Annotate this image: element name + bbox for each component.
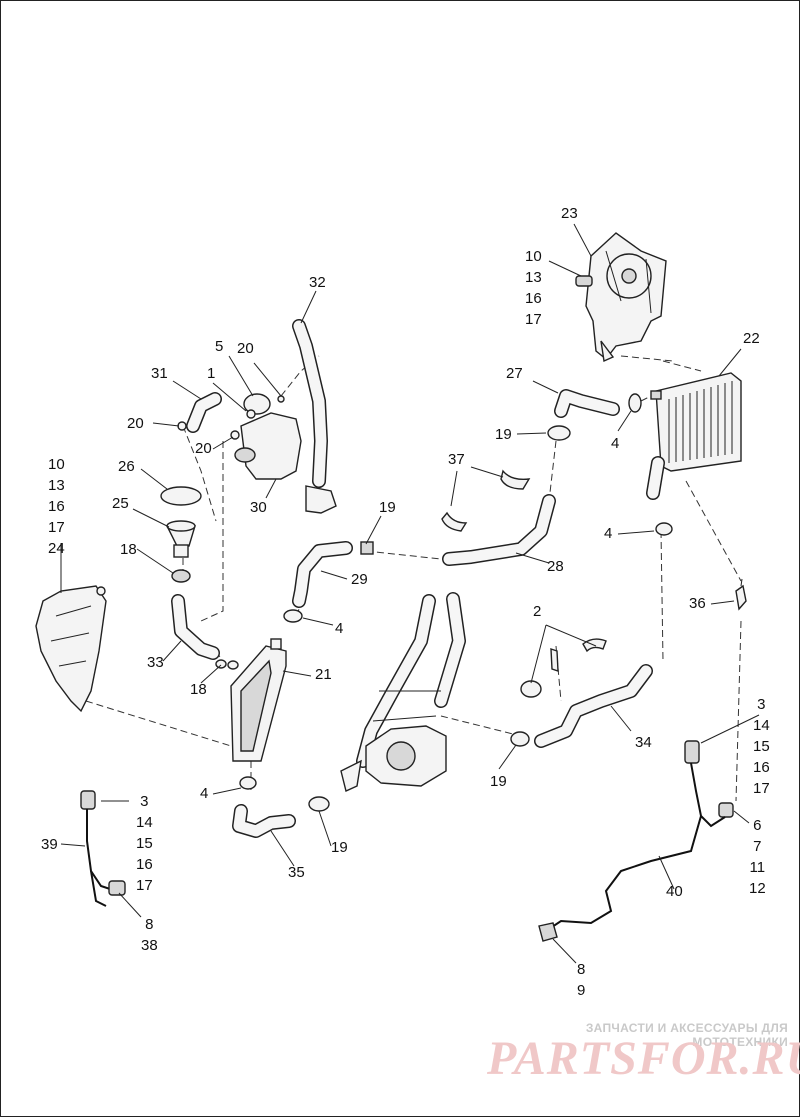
callout-4-mid: 4 (335, 620, 344, 637)
callout-4-right: 4 (604, 525, 613, 542)
radiator (646, 372, 742, 500)
callout-8-9: 8 9 (577, 961, 586, 999)
callout-21: 21 (315, 666, 332, 683)
callout-20-top: 20 (237, 340, 254, 357)
callout-39: 39 (41, 836, 58, 853)
watermark-logo: PARTSFOR.RU (487, 1032, 800, 1085)
callout-37: 37 (448, 451, 465, 468)
callout-29: 29 (351, 571, 368, 588)
clamps-37 (441, 469, 531, 532)
expansion-tank-30 (234, 393, 302, 480)
sensor-harness-39 (80, 790, 126, 907)
clamp-4-radiator (655, 522, 673, 536)
callout-28: 28 (547, 558, 564, 575)
callout-3-14-15-16-17-right: 3 14 15 16 17 (753, 696, 770, 797)
callout-8-38: 8 38 (141, 916, 158, 954)
callout-6-7-11-12: 6 7 11 12 (749, 817, 766, 897)
pump-frame (340, 592, 466, 792)
callout-10-13-16-17-24: 10 13 16 17 24 (48, 456, 65, 557)
sensor-36 (735, 578, 747, 611)
callout-22: 22 (743, 330, 760, 347)
hose-33 (171, 594, 220, 660)
callout-5: 5 (215, 338, 224, 355)
clamp-19-top (547, 425, 571, 441)
callout-27: 27 (506, 365, 523, 382)
callout-31: 31 (151, 365, 168, 382)
hose-28 (442, 494, 556, 566)
hose-34 (520, 638, 653, 748)
callout-26: 26 (118, 458, 135, 475)
callout-10-13-16-17-top: 10 13 16 17 (525, 248, 542, 328)
cooling-fan-assembly (575, 232, 667, 363)
callout-32: 32 (309, 274, 326, 291)
callout-25: 25 (112, 495, 129, 512)
callout-4-top: 4 (611, 435, 620, 452)
callout-40: 40 (666, 883, 683, 900)
callout-34: 34 (635, 734, 652, 751)
callout-2: 2 (533, 603, 542, 620)
callout-4-bottom: 4 (200, 785, 209, 802)
callout-18-top: 18 (120, 541, 137, 558)
callout-30: 30 (250, 499, 267, 516)
callout-18-bottom: 18 (190, 681, 207, 698)
callout-19-right: 19 (490, 773, 507, 790)
callout-3-14-15-16-17-left: 3 14 15 16 17 (136, 793, 153, 894)
callout-33: 33 (147, 654, 164, 671)
callout-36: 36 (689, 595, 706, 612)
bracket-24 (35, 585, 107, 713)
callout-1: 1 (207, 365, 216, 382)
callout-35: 35 (288, 864, 305, 881)
callout-20-mid: 20 (195, 440, 212, 457)
watermark-caption: ЗАПЧАСТИ И АКСЕССУАРЫ ДЛЯ МОТОТЕХНИКИ (585, 1021, 788, 1049)
hose-35 (232, 776, 296, 838)
filler-tube-32 (292, 319, 337, 514)
heat-exchanger-21 (215, 638, 287, 762)
callout-19-bottom: 19 (331, 839, 348, 856)
callout-23: 23 (561, 205, 578, 222)
leader-lines (60, 223, 760, 964)
sensor-harness-40 (538, 740, 734, 942)
callout-19-mid: 19 (379, 499, 396, 516)
callout-19-top: 19 (495, 426, 512, 443)
hose-31 (177, 392, 285, 440)
hose-29 (283, 541, 374, 623)
callout-20-left: 20 (127, 415, 144, 432)
hose-27 (554, 389, 642, 418)
cap-and-neck (160, 486, 202, 583)
